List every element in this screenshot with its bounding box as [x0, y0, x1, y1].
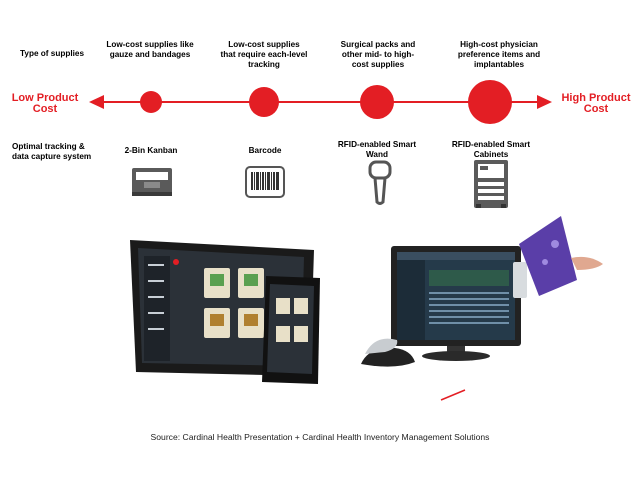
supply-label-2: Low-cost supplies that require each-leve… [220, 40, 308, 69]
tracking-row-label: Optimal tracking & data capture system [12, 142, 92, 161]
smart-wand-icon [368, 160, 392, 205]
system-label-2: Barcode [248, 146, 282, 155]
high-cost-label: High Product Cost [561, 92, 631, 115]
scale-dot-4 [468, 80, 512, 124]
monitor-and-scanner-photo [361, 216, 603, 401]
supplies-row-label: Type of supplies [20, 49, 84, 58]
smart-cabinet-icon [474, 160, 508, 208]
system-label-4: RFID-enabled Smart Cabinets [451, 140, 531, 159]
right-arrowhead [537, 95, 552, 109]
supply-label-4: High-cost physician preference items and… [457, 40, 541, 69]
low-cost-label: Low Product Cost [11, 92, 79, 115]
scale-dot-3 [360, 85, 394, 119]
tablet-and-phone-photo [130, 240, 320, 384]
source-caption: Source: Cardinal Health Presentation + C… [150, 432, 490, 442]
system-label-3: RFID-enabled Smart Wand [337, 140, 417, 159]
kanban-bin-icon [132, 168, 172, 196]
supply-label-3: Surgical packs and other mid- to high-co… [340, 40, 416, 69]
supply-label-1: Low-cost supplies like gauze and bandage… [106, 40, 194, 59]
barcode-icon [245, 166, 285, 198]
left-arrowhead [89, 95, 104, 109]
scale-dot-1 [140, 91, 162, 113]
system-label-1: 2-Bin Kanban [124, 146, 178, 155]
scale-dot-2 [249, 87, 279, 117]
